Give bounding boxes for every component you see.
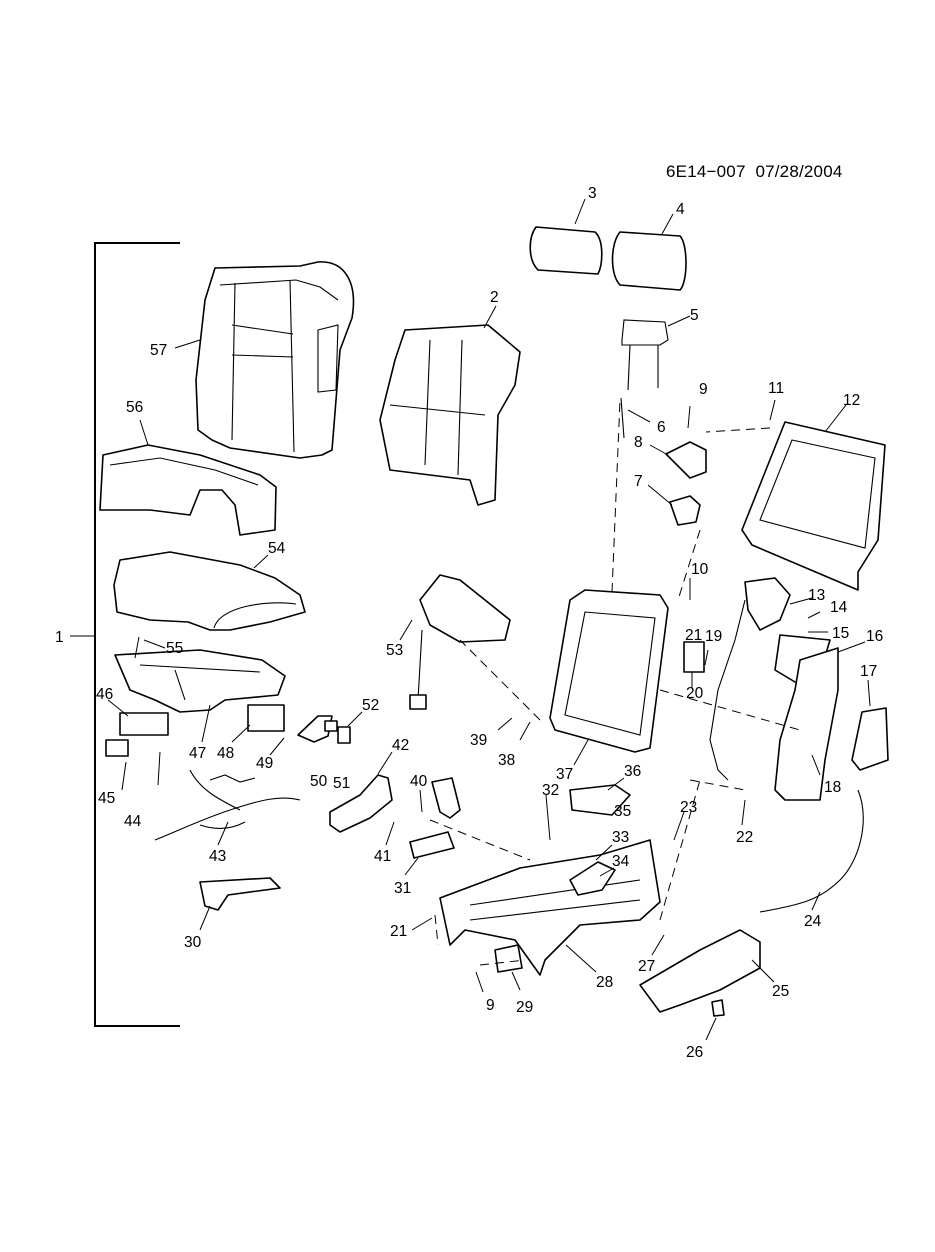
recliner-trim-33-34 [569,844,616,896]
control-module [494,944,523,991]
callout-32: 32 [542,782,559,799]
seatback-panel [687,399,886,591]
callout-41: 41 [374,848,391,865]
belt-guide [683,641,709,688]
callout-11: 11 [768,380,784,397]
callout-31: 31 [394,880,411,897]
callout-21b: 21 [390,923,407,940]
callout-46: 46 [96,686,113,703]
callout-28: 28 [596,974,613,991]
seat-track-bracket [199,877,281,931]
callout-6: 6 [657,419,666,436]
callout-23: 23 [680,799,697,816]
callout-40: 40 [410,773,428,790]
callout-38: 38 [498,752,515,769]
fastener-27 [651,934,665,956]
callout-10: 10 [691,561,709,578]
callout-47: 47 [189,745,206,762]
callout-15: 15 [832,625,849,642]
callout-19: 19 [705,628,722,645]
headrest-4 [611,213,687,291]
seat-outer-trim [639,929,775,1013]
callout-1: 1 [55,629,64,646]
callout-5: 5 [690,307,699,324]
side-shield [329,751,393,833]
trim-cap [649,441,707,479]
callout-7: 7 [634,473,643,490]
headrest-3 [529,198,603,275]
headrest-pin [620,397,651,439]
callout-48: 48 [217,745,234,762]
callout-labels: 2 3 4 5 6 7 8 9 10 11 12 13 14 15 16 17 … [96,185,883,1061]
callout-2: 2 [490,289,499,306]
callout-9b: 9 [486,997,495,1014]
callout-9: 9 [699,381,708,398]
callout-34: 34 [612,853,630,870]
callout-30: 30 [184,934,202,951]
callout-21a: 21 [685,627,702,644]
callout-52: 52 [362,697,379,714]
callout-50: 50 [310,773,328,790]
seat-belt-retractor [709,577,821,781]
callout-56: 56 [126,399,143,416]
seat-adjuster [439,794,661,976]
callout-16: 16 [866,628,883,645]
seatback-outer-panel [774,641,866,801]
callout-43: 43 [209,848,226,865]
lumbar-support [399,574,511,710]
document-id-date: 6E14−007 07/28/2004 [666,162,843,181]
callout-26: 26 [686,1044,703,1061]
seat-cushion-cover [99,419,277,536]
callout-55: 55 [166,640,183,657]
callout-49: 49 [256,755,273,772]
callout-3: 3 [588,185,597,202]
callout-29: 29 [516,999,533,1016]
callout-35: 35 [614,803,631,820]
seatback-frame [549,399,669,766]
callout-44: 44 [124,813,142,830]
callout-53: 53 [386,642,403,659]
recliner-cover-36 [569,777,631,816]
callout-22: 22 [736,829,753,846]
seatback-pad [379,305,521,506]
callout-37: 37 [556,766,573,783]
cushion-frame [105,636,286,791]
lumbar-switch-parts [269,711,363,756]
seatback-cover [174,261,355,459]
wiring-harness [154,769,301,846]
callout-39: 39 [470,732,487,749]
callout-27: 27 [638,958,655,975]
seat-module [231,704,285,743]
callout-54: 54 [268,540,286,557]
callout-12: 12 [843,392,860,409]
assembly-bracket: 1 [55,242,180,1027]
bezel [851,679,889,771]
callout-13: 13 [808,587,825,604]
callout-57: 57 [150,342,167,359]
recliner-latch [647,484,701,526]
recliner-handle [404,777,461,876]
callout-36: 36 [624,763,641,780]
headrest-guide [621,315,691,391]
seat-cushion-pad [113,551,306,631]
callout-51: 51 [333,775,350,792]
callout-8: 8 [634,434,643,451]
callout-42: 42 [392,737,409,754]
callout-45: 45 [98,790,115,807]
trim-clip-26 [705,999,725,1041]
callout-17: 17 [860,663,877,680]
fastener-leaders [385,578,821,993]
assembly-dash-lines [429,427,801,966]
callout-25: 25 [772,983,789,1000]
callout-33: 33 [612,829,629,846]
callout-24: 24 [804,913,822,930]
callout-4: 4 [676,201,685,218]
callout-18: 18 [824,779,841,796]
callout-20: 20 [686,685,704,702]
callout-14: 14 [830,599,848,616]
seat-belt-cable [759,789,864,913]
